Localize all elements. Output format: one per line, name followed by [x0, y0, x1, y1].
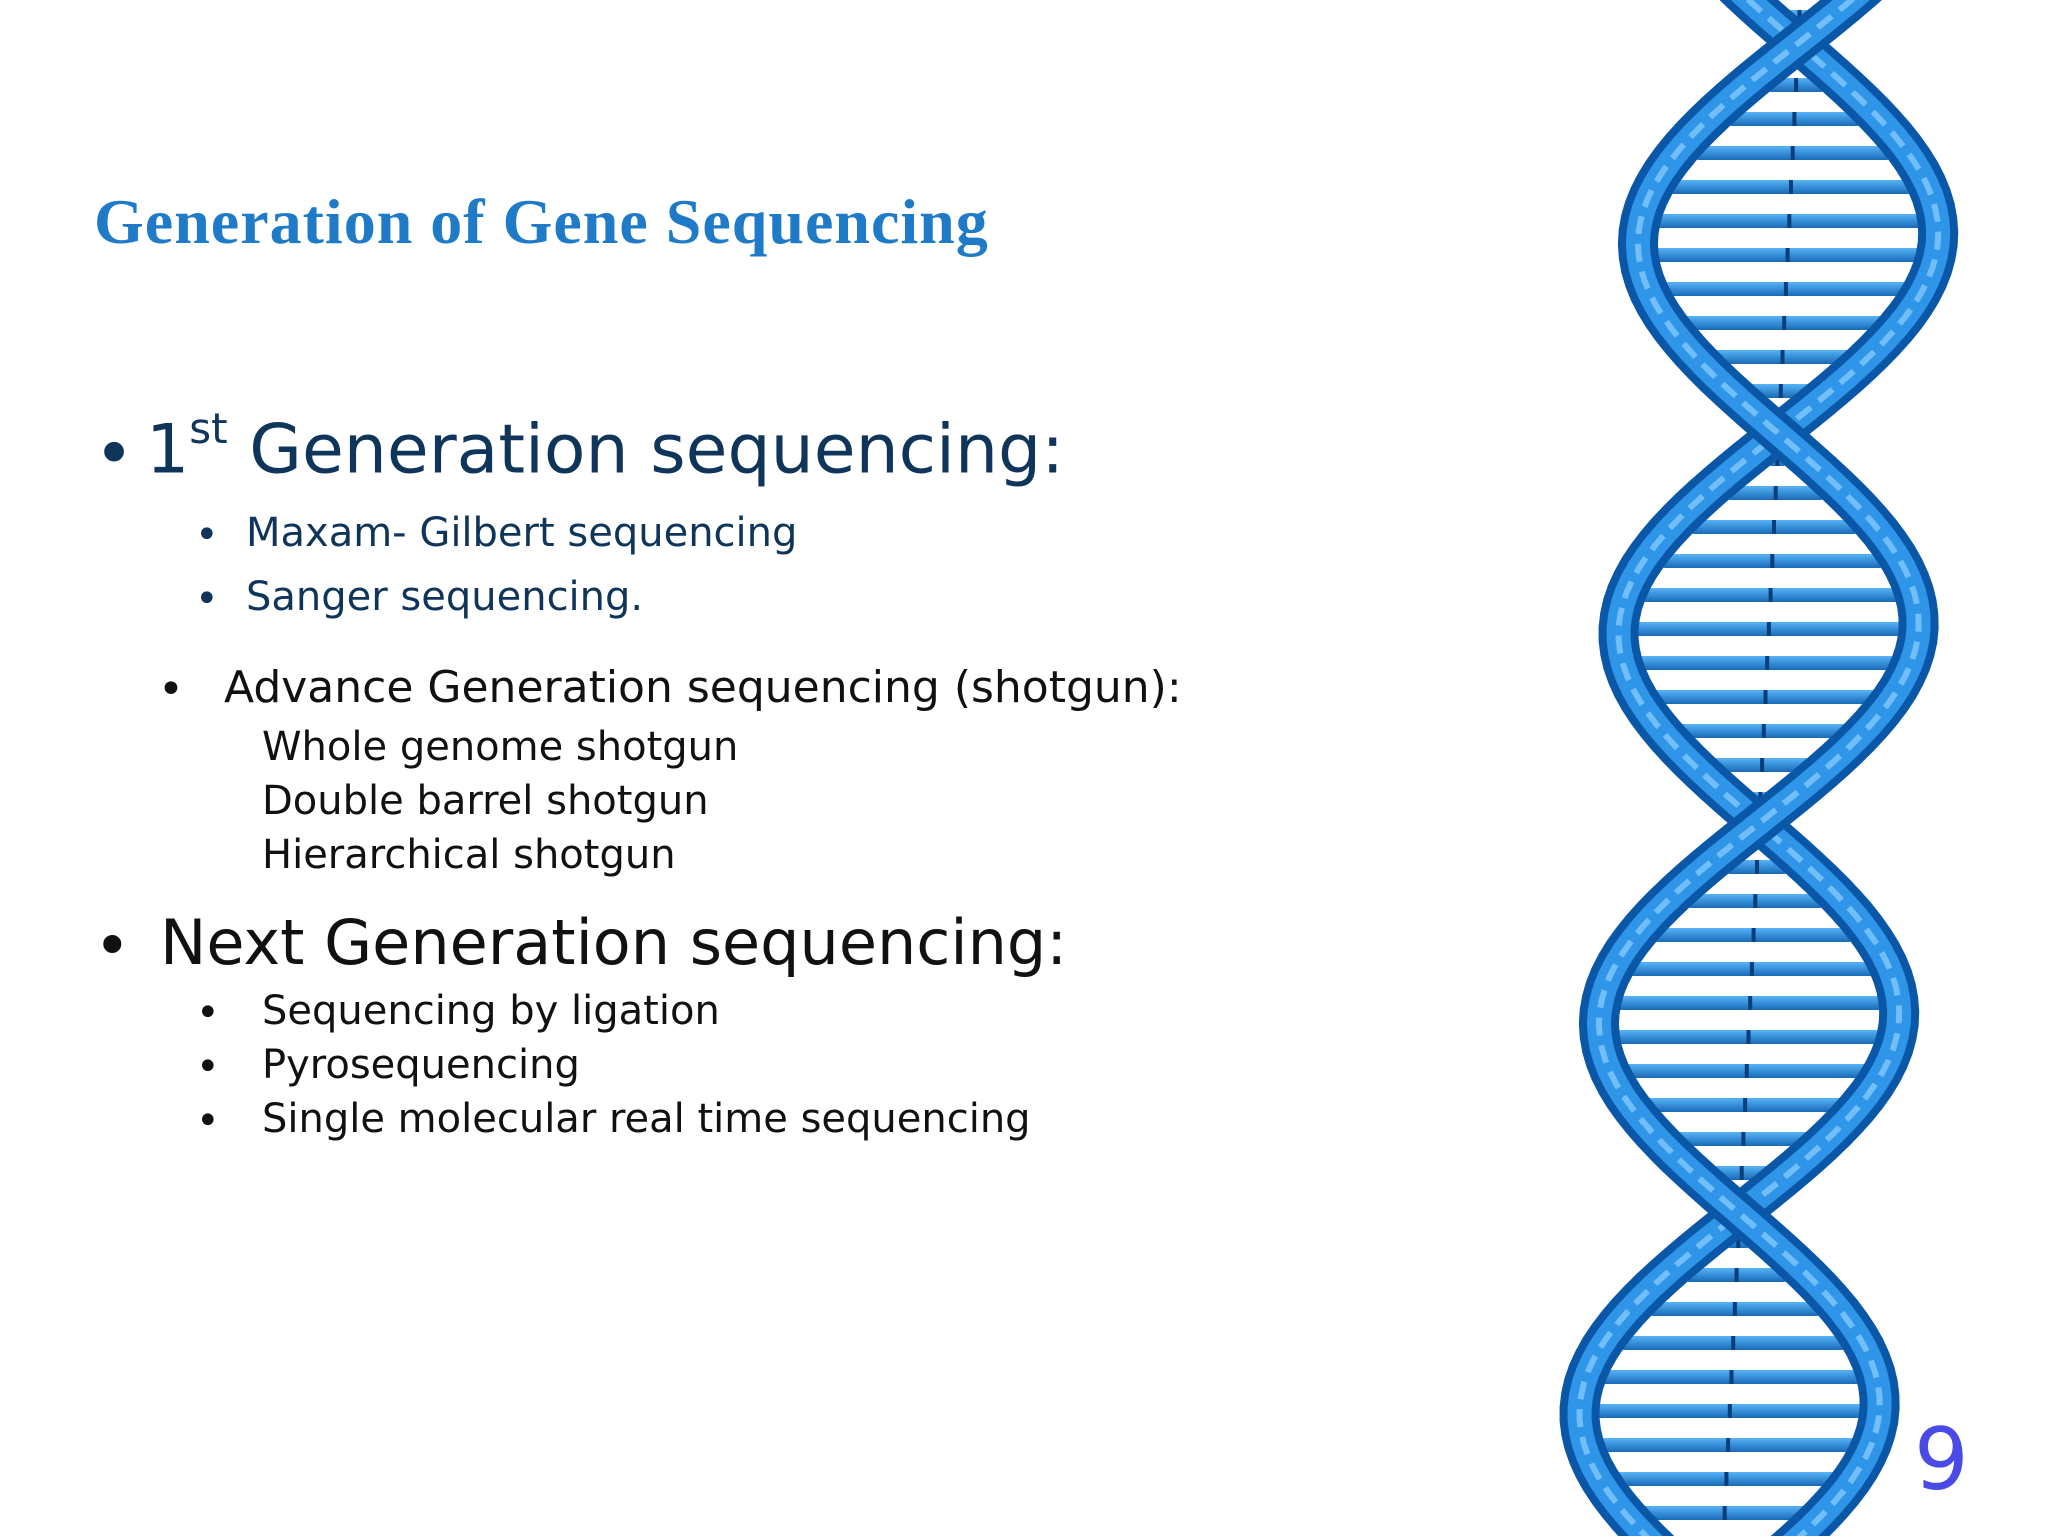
dna-base-pair-gap [1760, 758, 1765, 772]
dna-base-pair-gap [1772, 520, 1776, 534]
bullet-dot-icon: • [195, 512, 219, 558]
dna-strand-highlight [1576, 0, 1942, 1536]
next-gen-item: Single molecular real time sequencing [262, 1096, 1031, 1142]
bullet-dot-icon: • [196, 990, 220, 1036]
next-gen-item: Pyrosequencing [262, 1042, 580, 1088]
advance-gen-item: Double barrel shotgun [262, 778, 709, 824]
dna-base-pair-gap [1748, 996, 1753, 1010]
advance-gen-heading: Advance Generation sequencing (shotgun): [224, 662, 1182, 713]
bullet-dot-icon: • [195, 576, 219, 622]
dna-base-pair-gap [1743, 1098, 1748, 1112]
dna-base-pair-gap [1731, 1336, 1736, 1350]
dna-base-pair-gap [1787, 214, 1792, 228]
dna-base-pair-gap [1734, 1268, 1739, 1282]
dna-base-pair-gap [1763, 690, 1768, 704]
dna-base-pair-gap [1746, 1030, 1751, 1044]
dna-base-pair-gap [1778, 384, 1783, 398]
dna-base-pair-gap [1729, 1370, 1734, 1384]
bullet-dot-icon: • [196, 1098, 220, 1144]
first-gen-number: 1 [146, 410, 190, 490]
dna-base-pair-gap [1780, 350, 1785, 364]
dna-base-pair-gap [1755, 860, 1759, 874]
bullet-dot-icon: • [196, 1044, 220, 1090]
first-gen-ordinal: st [189, 404, 228, 453]
dna-base-pair-gap [1792, 112, 1797, 126]
dna-base-pair-gap [1741, 1132, 1746, 1146]
page-number: 9 [1914, 1410, 1969, 1510]
dna-base-pair-gap [1749, 962, 1754, 976]
dna-base-pair-gap [1751, 928, 1756, 942]
dna-base-pair-gap [1770, 554, 1775, 568]
dna-helix-icon [1559, 0, 1959, 1536]
dna-base-pair-gap [1782, 316, 1787, 330]
dna-base-pair-gap [1739, 1166, 1744, 1180]
first-gen-label: Generation sequencing: [249, 410, 1065, 490]
dna-base-pair-gap [1790, 146, 1795, 160]
dna-base-pair-gap [1773, 486, 1778, 500]
first-gen-item: Sanger sequencing. [246, 574, 644, 620]
slide-title: Generation of Gene Sequencing [94, 186, 989, 257]
dna-strand-highlight [1595, 0, 1922, 1536]
dna-base-pair-gap [1732, 1302, 1737, 1316]
advance-gen-item: Whole genome shotgun [262, 724, 739, 770]
dna-base-pair-gap [1785, 248, 1790, 262]
dna-strands [1559, 0, 1959, 1536]
dna-base-pair-gap [1726, 1438, 1731, 1452]
bullet-dot-icon: • [158, 664, 184, 715]
first-gen-item: Maxam- Gilbert sequencing [246, 510, 798, 556]
dna-base-pair-gap [1753, 894, 1758, 908]
dna-base-pair-gap [1765, 656, 1770, 670]
dna-base-pair-gap [1736, 1234, 1741, 1248]
next-gen-heading: Next Generation sequencing: [160, 906, 1068, 979]
dna-base-pair-gap [1768, 588, 1773, 602]
dna-base-pair-gap [1724, 1472, 1729, 1486]
dna-base-pair-gap [1766, 622, 1771, 636]
dna-base-pair-gap [1789, 180, 1793, 194]
first-gen-heading: 1st Generation sequencing: [146, 404, 1065, 490]
dna-base-pair-gap [1783, 282, 1788, 296]
bullet-dot-icon: • [94, 909, 131, 982]
dna-base-pair-gap [1722, 1506, 1727, 1520]
advance-gen-item: Hierarchical shotgun [262, 832, 676, 878]
next-gen-item: Sequencing by ligation [262, 988, 720, 1034]
dna-base-pair-gap [1761, 724, 1766, 738]
dna-base-pair-gap [1794, 78, 1799, 92]
bullet-dot-icon: • [94, 415, 135, 494]
dna-base-pair-gap [1727, 1404, 1732, 1418]
dna-base-pair-gap [1744, 1064, 1749, 1078]
